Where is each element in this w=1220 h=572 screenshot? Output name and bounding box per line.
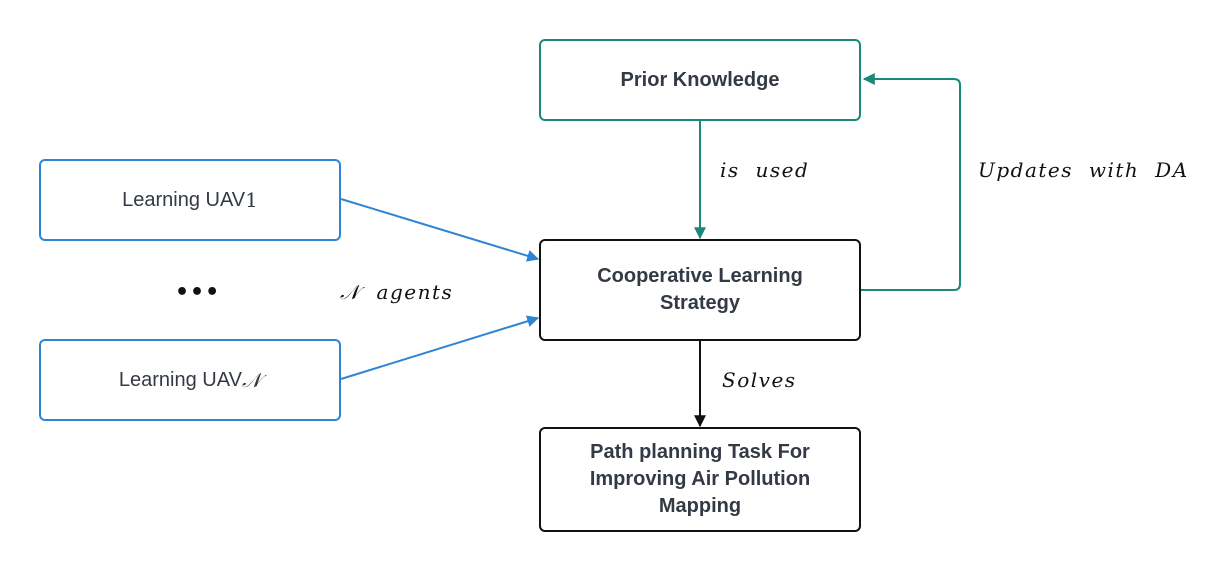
updates-with-da-label: Updates with DA — [978, 158, 1189, 182]
solves-label: Solves — [722, 368, 797, 392]
path-planning-label-line1: Path planning Task For — [590, 441, 810, 463]
agents-text: agents — [376, 280, 454, 304]
prior-knowledge-label: Prior Knowledge — [620, 68, 780, 91]
agents-label: 𝒩 agents — [340, 280, 453, 304]
cooperative-strategy-label-line2: Strategy — [659, 292, 741, 314]
arrow-cooperative-to-prior — [861, 73, 961, 291]
is-used-label: is used — [720, 158, 810, 182]
learning-uav-n-index: 𝒩 — [241, 368, 262, 392]
path-planning-node: Path planning Task For Improving Air Pol… — [539, 427, 861, 532]
ellipsis-dots: ••• — [175, 280, 221, 305]
learning-uav-n-label: Learning UAV — [118, 368, 242, 391]
path-planning-label-line2: Improving Air Pollution — [589, 468, 811, 490]
prior-knowledge-node: Prior Knowledge — [539, 39, 861, 121]
arrow-uav1-to-cooperative — [340, 198, 540, 262]
cooperative-strategy-node: Cooperative Learning Strategy — [539, 239, 861, 341]
arrow-uavn-to-cooperative — [340, 315, 540, 380]
cooperative-strategy-label-line1: Cooperative Learning — [597, 265, 803, 287]
learning-uav-1-label: Learning UAV — [122, 188, 246, 211]
agents-symbol: 𝒩 — [340, 280, 361, 304]
path-planning-label-line3: Mapping — [658, 495, 742, 517]
learning-uav-1-index: 1 — [245, 188, 258, 212]
